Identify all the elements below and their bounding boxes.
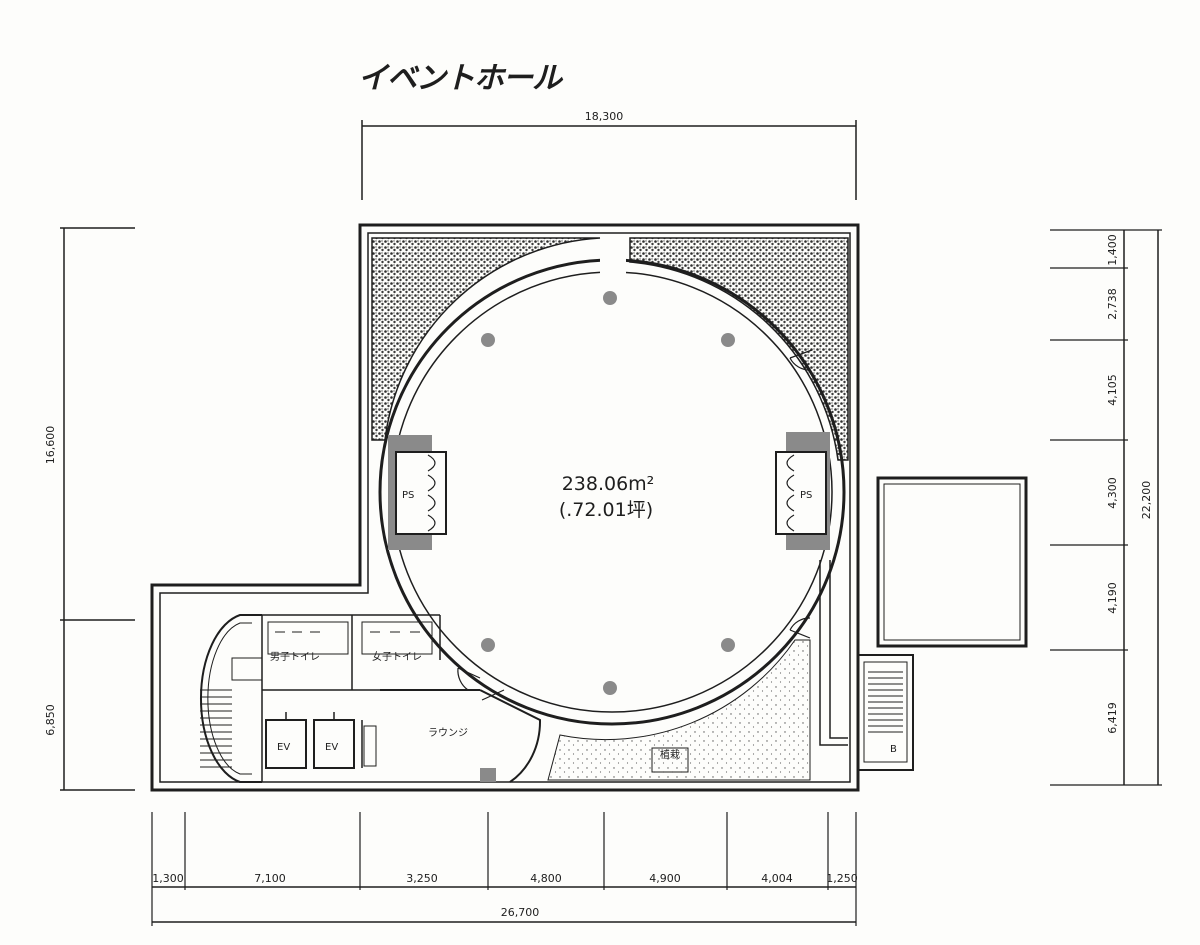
ev2-label: EV <box>325 742 338 753</box>
dim-right: 1,400 2,738 4,105 4,300 4,190 6,419 22,2… <box>1050 229 1162 786</box>
hall-columns <box>481 291 735 695</box>
dim-bottom-3: 3,250 <box>406 872 438 885</box>
ev1-label: EV <box>277 742 290 753</box>
service-core: 男子トイレ 女子トイレ EV EV <box>200 614 441 783</box>
hall-area-m2: 238.06m² <box>562 473 655 495</box>
garden-label: 植栽 <box>660 748 680 761</box>
dim-right-1: 1,400 <box>1106 234 1119 266</box>
ps-left-label: PS <box>402 490 414 501</box>
terrace-box-inner <box>883 483 1021 641</box>
hall-door-right-lower <box>789 617 811 639</box>
toilet-1-label: 男子トイレ <box>270 651 320 663</box>
ps-right-shaft: PS <box>775 432 830 550</box>
hall-column-2 <box>481 333 495 347</box>
hall-door-lounge <box>457 667 505 701</box>
dim-bottom-total: 26,700 <box>501 906 540 919</box>
dim-bottom: 1,300 7,100 3,250 4,800 4,900 4,004 1,25… <box>151 812 858 926</box>
lounge-label: ラウンジ <box>428 727 468 739</box>
hall-door-right-upper <box>789 349 813 371</box>
building-outline <box>150 223 860 792</box>
dim-top: 18,300 <box>361 110 857 200</box>
dim-bottom-2: 7,100 <box>254 872 286 885</box>
dim-bottom-5: 4,900 <box>649 872 681 885</box>
hall-column-1 <box>603 291 617 305</box>
right-stair: B <box>857 654 914 771</box>
dim-right-5: 4,190 <box>1106 582 1119 614</box>
dim-left-upper: 16,600 <box>44 426 57 465</box>
dim-right-6: 6,419 <box>1106 702 1119 734</box>
core-stair <box>200 689 232 768</box>
planting-top-left <box>371 237 601 441</box>
hall-column-3 <box>721 333 735 347</box>
ps-left-shaft: PS <box>388 435 447 550</box>
planting-top-right <box>629 237 849 461</box>
stair-label: B <box>890 744 897 755</box>
garden-annex: 植栽 <box>651 747 689 773</box>
lounge-area: ラウンジ <box>380 689 542 783</box>
hall-entry-gap <box>600 254 626 282</box>
dim-left: 16,600 6,850 <box>44 227 135 791</box>
toilet-2-label: 女子トイレ <box>372 650 422 663</box>
hall-column-6 <box>603 681 617 695</box>
dim-bottom-6: 4,004 <box>761 872 793 885</box>
hall-area-tsubo: (.72.01坪) <box>559 499 653 521</box>
planting-bottom-right <box>547 639 811 781</box>
corridor-wall-right <box>819 560 848 746</box>
dim-bottom-1: 1,300 <box>152 872 184 885</box>
dim-right-total: 22,200 <box>1140 481 1153 520</box>
dim-top-width: 18,300 <box>585 110 624 123</box>
terrace-box <box>876 476 1028 648</box>
dim-right-4: 4,300 <box>1106 477 1119 509</box>
ps-right-label: PS <box>800 490 812 501</box>
plan-title: イベントホール <box>358 61 564 96</box>
hall-column-5 <box>721 638 735 652</box>
dim-right-2: 2,738 <box>1106 288 1119 320</box>
dim-bottom-4: 4,800 <box>530 872 562 885</box>
hall-column-4 <box>481 638 495 652</box>
dim-bottom-7: 1,250 <box>826 872 858 885</box>
dim-left-lower: 6,850 <box>44 704 57 736</box>
dim-right-3: 4,105 <box>1106 374 1119 406</box>
